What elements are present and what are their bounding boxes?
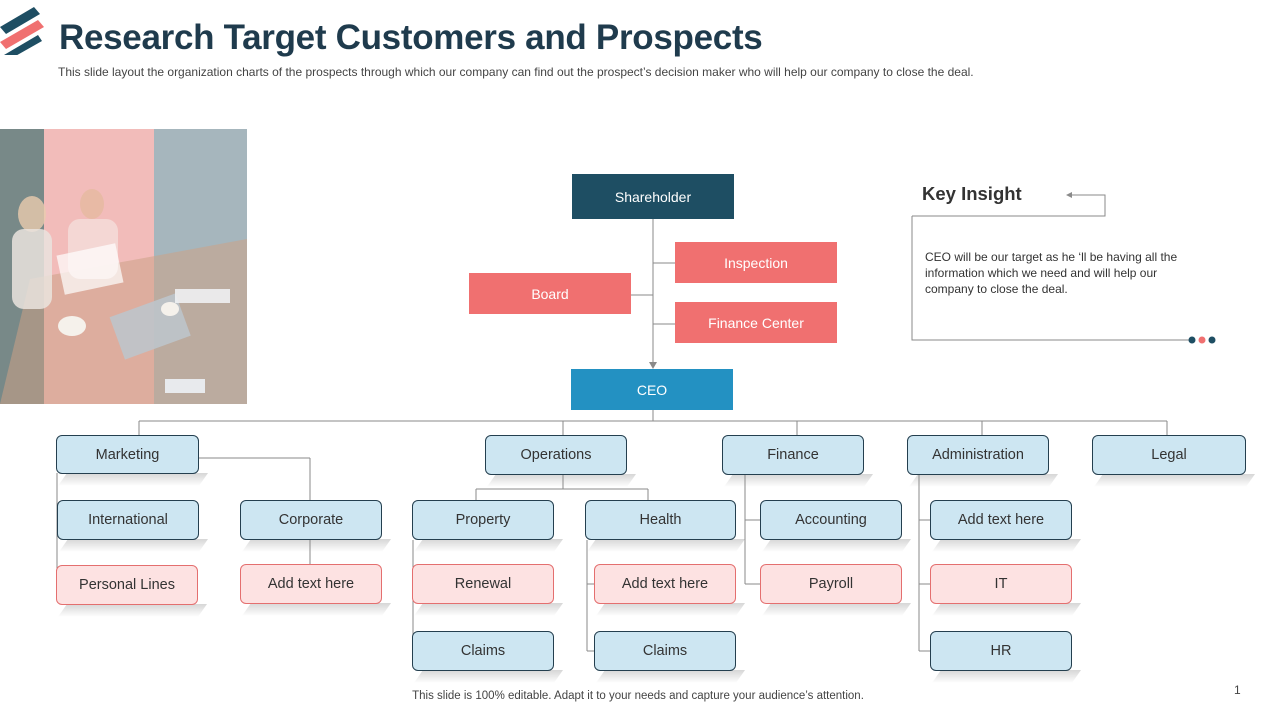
unit-health-add-text: Add text here: [594, 564, 736, 604]
dot-coral-icon: [1198, 336, 1206, 344]
dept-finance: Finance: [722, 435, 864, 475]
inspection-box: Inspection: [675, 242, 837, 283]
shareholder-box: Shareholder: [572, 174, 734, 219]
dot-dark-icon: [1188, 336, 1196, 344]
board-box: Board: [469, 273, 631, 314]
unit-payroll: Payroll: [760, 564, 902, 604]
meeting-photo: [0, 129, 247, 404]
logo-stripes-icon: [0, 7, 44, 55]
page-title: Research Target Customers and Prospects: [59, 18, 763, 57]
key-insight-title: Key Insight: [922, 183, 1022, 204]
unit-it: IT: [930, 564, 1072, 604]
page-number: 1: [1234, 683, 1241, 697]
unit-health: Health: [585, 500, 736, 540]
ceo-box: CEO: [571, 369, 733, 410]
finance-center-box: Finance Center: [675, 302, 837, 343]
dept-legal: Legal: [1092, 435, 1246, 475]
unit-admin-add-text: Add text here: [930, 500, 1072, 540]
dot-dark-icon: [1208, 336, 1216, 344]
unit-health-claims: Claims: [594, 631, 736, 671]
unit-personal-lines: Personal Lines: [56, 565, 198, 605]
unit-renewal: Renewal: [412, 564, 554, 604]
footer-note: This slide is 100% editable. Adapt it to…: [412, 690, 864, 702]
unit-property: Property: [412, 500, 554, 540]
dept-marketing: Marketing: [56, 435, 199, 474]
key-insight-text: CEO will be our target as he ‘ll be havi…: [925, 250, 1178, 296]
dept-administration: Administration: [907, 435, 1049, 475]
page-subtitle: This slide layout the organization chart…: [58, 65, 974, 79]
unit-international: International: [57, 500, 199, 540]
unit-corporate: Corporate: [240, 500, 382, 540]
unit-hr: HR: [930, 631, 1072, 671]
dept-operations: Operations: [485, 435, 627, 475]
unit-property-claims: Claims: [412, 631, 554, 671]
unit-corporate-add-text: Add text here: [240, 564, 382, 604]
unit-accounting: Accounting: [760, 500, 902, 540]
